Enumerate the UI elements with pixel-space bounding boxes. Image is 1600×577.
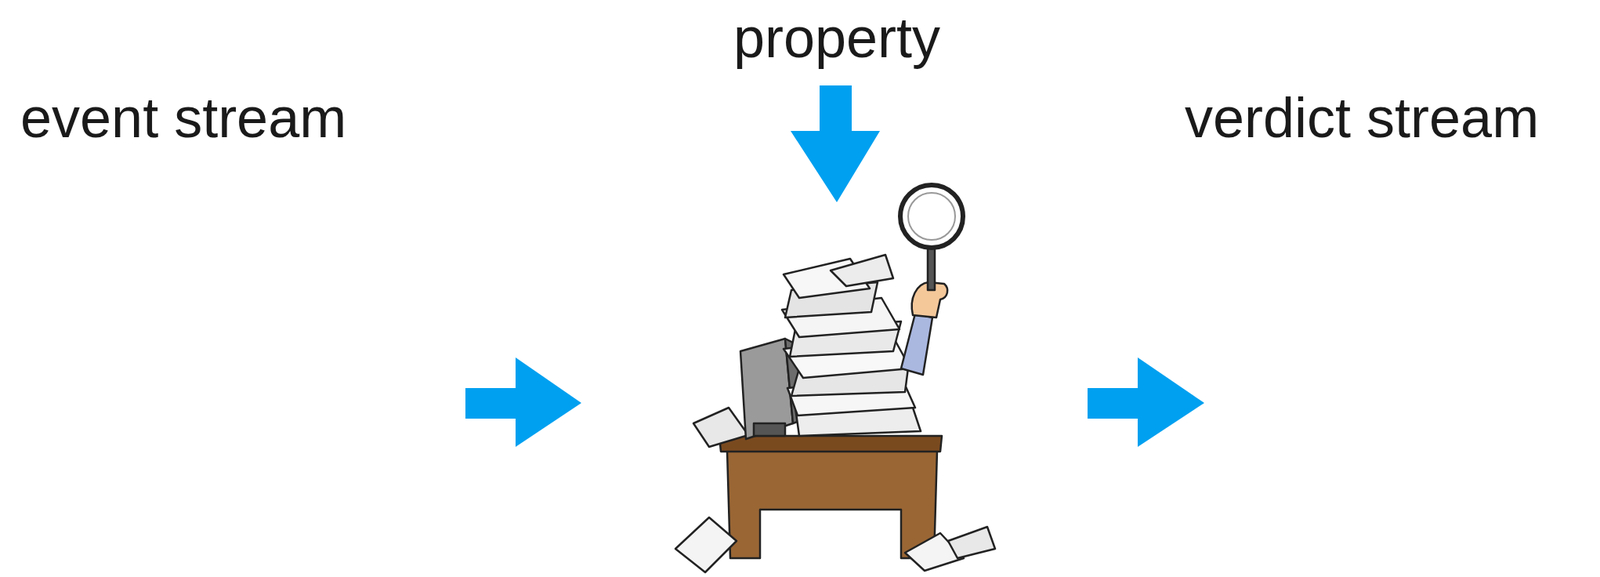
input-arrow	[465, 357, 582, 447]
input-arrow	[790, 85, 880, 203]
floor-paper	[948, 526, 996, 558]
stream-label: verdict stream	[1184, 89, 1539, 146]
desk-body	[727, 450, 938, 558]
monitor-stand	[753, 423, 786, 436]
magnifier-lens-inner	[908, 192, 956, 240]
magnifier-handle	[927, 242, 935, 290]
sleeve	[901, 313, 933, 375]
monitor-worker-illustration	[675, 184, 996, 572]
paper-sheet	[830, 254, 894, 286]
monitor	[740, 338, 793, 439]
stream-label: event stream	[20, 89, 347, 146]
magnifier-lens	[900, 184, 963, 248]
floor-paper	[675, 517, 737, 572]
desk-top	[719, 435, 942, 452]
stream-label: property	[733, 9, 941, 66]
output-arrow	[1087, 357, 1205, 447]
floor-paper	[693, 407, 749, 447]
